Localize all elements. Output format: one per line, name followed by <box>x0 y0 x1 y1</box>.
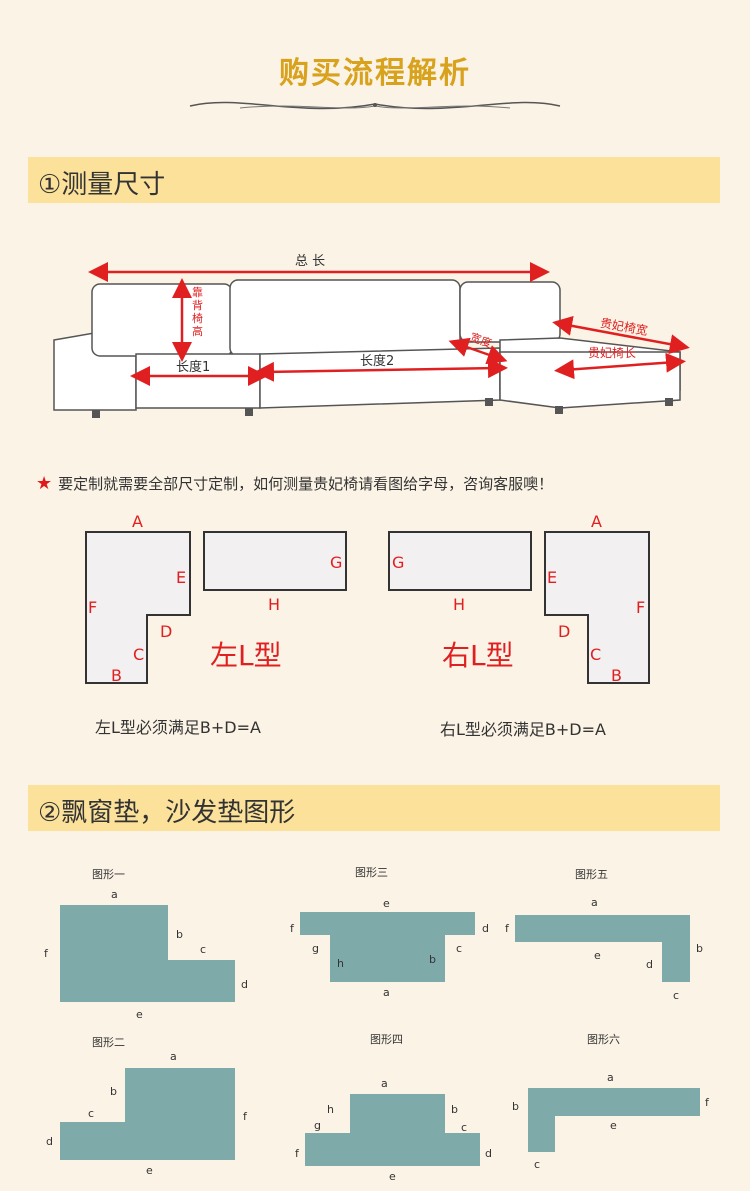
fig-5-c: c <box>673 989 680 1002</box>
fig-1-d: d <box>241 978 248 991</box>
fig-5-a: a <box>591 896 598 909</box>
section-band-measure: ①测量尺寸 <box>28 157 720 203</box>
right-label-b: B <box>611 666 622 685</box>
fig-3-g: g <box>312 942 319 955</box>
decorative-flourish <box>189 101 561 110</box>
fig-2-f: f <box>243 1110 247 1123</box>
fig-2-e: e <box>146 1164 153 1177</box>
fig-4-c: c <box>461 1121 468 1134</box>
right-label-c: C <box>590 645 602 664</box>
label-length-1: 长度1 <box>176 360 211 375</box>
left-label-g: G <box>330 553 343 572</box>
fig-3-d: d <box>482 922 489 935</box>
fig-3-b: b <box>429 953 436 966</box>
fig-5-title: 图形五 <box>575 868 608 881</box>
fig-3-title: 图形三 <box>355 866 388 879</box>
fig-1-a: a <box>111 888 118 901</box>
label-length-2: 长度2 <box>360 354 395 369</box>
fig-3-e: e <box>383 897 390 910</box>
fig-6-title: 图形六 <box>587 1033 620 1046</box>
fig-1-b: b <box>176 928 183 941</box>
right-label-f: F <box>636 598 646 617</box>
left-l-rule: 左L型必须满足B+D=A <box>95 718 261 737</box>
right-label-h: H <box>453 595 466 614</box>
right-label-e: E <box>547 568 558 587</box>
fig-2-c: c <box>88 1107 95 1120</box>
right-label-d: D <box>558 622 571 641</box>
fig-4-e: e <box>389 1170 396 1183</box>
fig-3-a: a <box>383 986 390 999</box>
fig-4-b: b <box>451 1103 458 1116</box>
fig-2-title: 图形二 <box>92 1036 125 1049</box>
fig-2-a: a <box>170 1050 177 1063</box>
fig-6-a: a <box>607 1071 614 1084</box>
fig-6-c: c <box>534 1158 541 1171</box>
section-title-measure: ①测量尺寸 <box>38 170 166 200</box>
fig-1-e: e <box>136 1008 143 1021</box>
label-total-length: 总 长 <box>295 254 326 269</box>
fig-4-h: h <box>327 1103 334 1116</box>
shape-4 <box>305 1094 480 1166</box>
right-l-diagram <box>388 531 650 684</box>
sofa-diagram <box>53 262 690 418</box>
fig-4-d: d <box>485 1147 492 1160</box>
fig-3-f: f <box>290 922 294 935</box>
fig-5-f: f <box>505 922 509 935</box>
shape-2 <box>60 1068 235 1160</box>
left-l-name: 左L型 <box>210 639 282 672</box>
shape-3 <box>300 912 475 982</box>
right-l-rule: 右L型必须满足B+D=A <box>440 720 606 739</box>
fig-5-b: b <box>696 942 703 955</box>
fig-1-title: 图形一 <box>92 868 125 881</box>
fig-4-title: 图形四 <box>370 1033 403 1046</box>
shape-6 <box>528 1088 700 1152</box>
left-label-e: E <box>176 568 187 587</box>
label-back-height: 靠背椅高 <box>192 286 203 338</box>
left-label-d: D <box>160 622 173 641</box>
measure-note: ★要定制就需要全部尺寸定制，如何测量贵妃椅请看图给字母，咨询客服噢！ <box>36 473 554 494</box>
right-label-g: G <box>392 553 405 572</box>
fig-1-c: c <box>200 943 207 956</box>
left-label-b: B <box>111 666 122 685</box>
section-title-shapes: ②飘窗垫，沙发垫图形 <box>38 798 296 828</box>
left-label-c: C <box>133 645 145 664</box>
cushion-shapes <box>60 905 700 1166</box>
fig-2-d: d <box>46 1135 53 1148</box>
fig-6-f: f <box>705 1096 709 1109</box>
left-label-f: F <box>88 598 98 617</box>
fig-4-f: f <box>295 1147 299 1160</box>
star-icon: ★ <box>36 473 53 494</box>
right-label-a: A <box>591 512 602 531</box>
fig-2-b: b <box>110 1085 117 1098</box>
shape-1 <box>60 905 235 1002</box>
right-l-name: 右L型 <box>442 639 514 672</box>
left-l-diagram <box>85 531 347 684</box>
fig-3-c: c <box>456 942 463 955</box>
left-label-h: H <box>268 595 281 614</box>
fig-4-a: a <box>381 1077 388 1090</box>
page-title: 购买流程解析 <box>279 56 471 91</box>
fig-5-d: d <box>646 958 653 971</box>
label-chaise-length: 贵妃椅长 <box>588 346 637 360</box>
fig-6-e: e <box>610 1119 617 1132</box>
left-label-a: A <box>132 512 143 531</box>
section-band-shapes: ②飘窗垫，沙发垫图形 <box>28 785 720 831</box>
fig-3-h: h <box>337 957 344 970</box>
fig-4-g: g <box>314 1119 321 1132</box>
fig-5-e: e <box>594 949 601 962</box>
fig-1-f: f <box>44 947 48 960</box>
fig-6-b: b <box>512 1100 519 1113</box>
shape-5 <box>515 915 690 982</box>
